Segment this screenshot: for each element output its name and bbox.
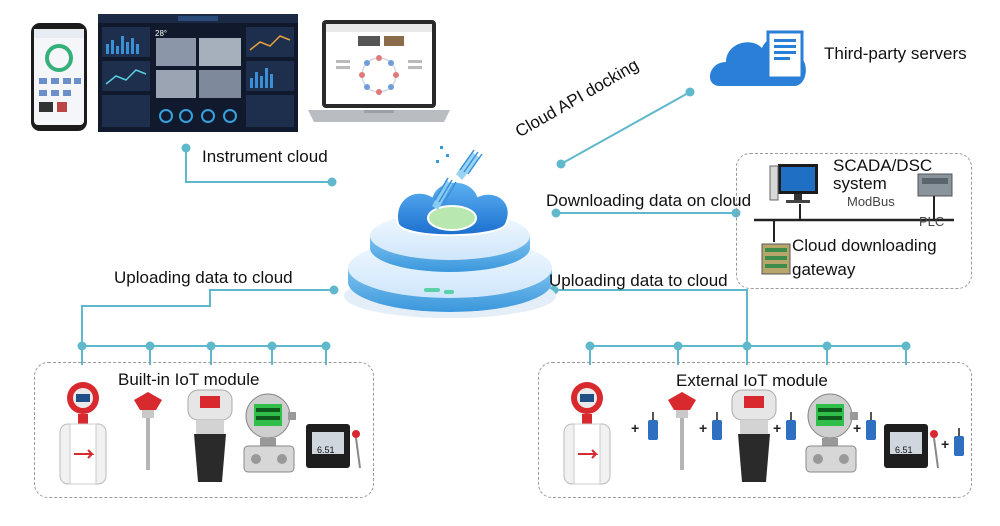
connector-dot xyxy=(822,341,832,351)
ultrasonic-level-meter-icon xyxy=(187,389,233,482)
connector-dot xyxy=(685,87,695,97)
connector-dot xyxy=(901,341,911,351)
builtin-module-box xyxy=(34,362,374,498)
analyzer-reading-left: 6.51 xyxy=(317,445,335,455)
third-party-servers-label: Third-party servers xyxy=(824,44,967,63)
upload-right-bracket xyxy=(554,289,748,346)
electromagnetic-flowmeter-icon xyxy=(563,382,611,485)
uploading-left-label: Uploading data to cloud xyxy=(114,268,293,287)
pressure-transmitter-icon xyxy=(805,393,858,473)
cloud-platform-icon xyxy=(344,146,556,318)
scada-system-box xyxy=(736,153,972,289)
api-docking-connector xyxy=(560,91,691,165)
plus-sign: + xyxy=(699,420,708,436)
builtin-module-label: Built-in IoT module xyxy=(118,370,260,389)
plus-sign: + xyxy=(941,436,950,452)
plus-sign: + xyxy=(631,420,640,436)
connector-dot xyxy=(181,143,191,153)
plc-label: PLC xyxy=(919,214,945,229)
connector-dot xyxy=(327,177,337,187)
connector-dot xyxy=(742,341,752,351)
external-module-label: External IoT module xyxy=(676,371,828,390)
connector-dot xyxy=(585,341,595,351)
iot-module-icon xyxy=(712,412,722,440)
instrument-cloud-connector xyxy=(185,148,332,183)
connector-dot xyxy=(329,285,339,295)
iot-module-icon xyxy=(954,428,964,456)
connector-dot xyxy=(673,341,683,351)
connector-dot xyxy=(267,341,277,351)
dashboard-temperature: 28° xyxy=(155,29,168,38)
scada-label-line1: SCADA/DSC xyxy=(833,156,933,175)
connector-dot xyxy=(145,341,155,351)
modbus-label: ModBus xyxy=(847,194,895,209)
connector-dot xyxy=(321,341,331,351)
smartphone-icon xyxy=(31,23,87,131)
ultrasonic-level-meter-icon xyxy=(731,389,777,482)
plc-icon xyxy=(917,173,953,197)
instrument-cloud-label: Instrument cloud xyxy=(202,147,328,166)
iot-module-icon xyxy=(648,412,658,440)
plus-sign: + xyxy=(853,420,862,436)
downloading-data-label: Downloading data on cloud xyxy=(546,191,752,210)
water-quality-analyzer-icon xyxy=(306,424,361,469)
laptop-icon xyxy=(308,20,450,122)
connector-dot xyxy=(556,159,566,169)
pressure-transmitter-icon xyxy=(243,393,296,473)
connector-dot xyxy=(77,341,87,351)
external-module-box xyxy=(538,362,972,498)
scada-equipment-group xyxy=(754,164,954,275)
iot-module-icon xyxy=(866,412,876,440)
temperature-transmitter-icon xyxy=(668,392,696,470)
uploading-right-label: Uploading data to cloud xyxy=(549,271,728,290)
dashboard-screen-icon xyxy=(98,14,298,132)
plus-sign: + xyxy=(773,420,782,436)
connector-dot xyxy=(551,208,561,218)
iot-module-icon xyxy=(786,412,796,440)
connector-dot xyxy=(206,341,216,351)
upload-left-bracket xyxy=(81,289,334,346)
electromagnetic-flowmeter-icon xyxy=(59,382,107,485)
gateway-label-line1: Cloud downloading xyxy=(792,236,937,255)
water-quality-analyzer-icon xyxy=(884,424,939,469)
scada-label-line2: system xyxy=(833,174,887,193)
temperature-transmitter-icon xyxy=(134,392,162,470)
gateway-label-line2: gateway xyxy=(792,260,856,279)
analyzer-reading-right: 6.51 xyxy=(895,445,913,455)
third-party-server-icon xyxy=(710,30,806,86)
